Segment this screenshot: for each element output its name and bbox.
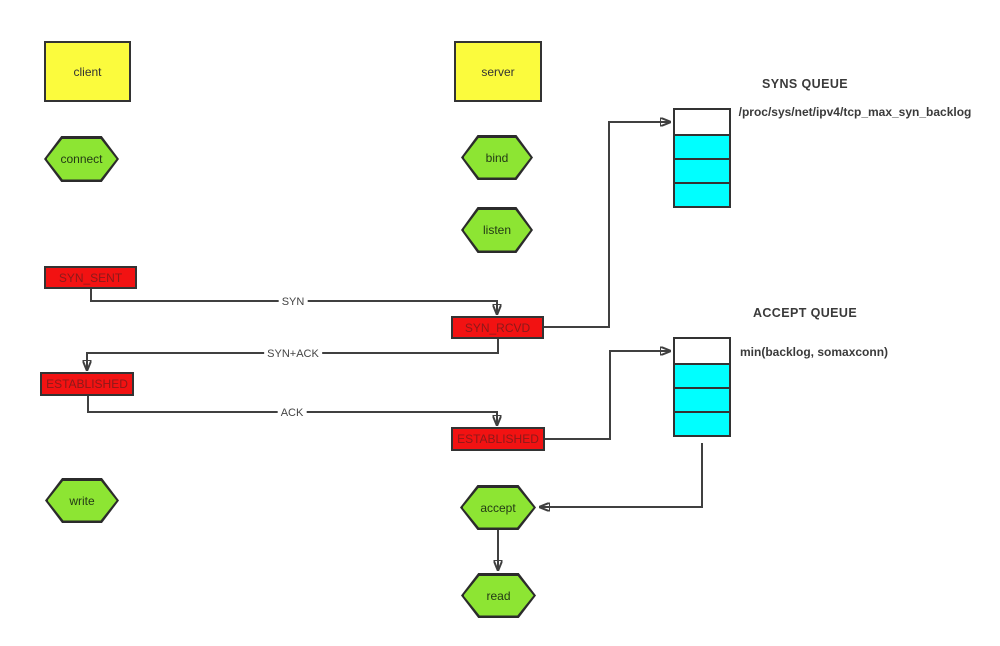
edge-label-syn: SYN	[278, 296, 308, 308]
read-hexagon: read	[461, 573, 536, 618]
syn-rcvd-label: SYN_RCVD	[464, 320, 531, 335]
listen-hexagon: listen	[461, 207, 533, 253]
accept-queue	[673, 337, 731, 437]
write-hexagon: write	[45, 478, 119, 523]
syns-queue-annotation: /proc/sys/net/ipv4/tcp_max_syn_backlog	[738, 105, 972, 119]
queue-cell-filled	[675, 134, 729, 158]
edge-label-ack: ACK	[277, 407, 307, 419]
bind-label: bind	[485, 150, 509, 165]
queue-cell-empty	[675, 110, 729, 134]
syn-rcvd-state-box: SYN_RCVD	[451, 316, 544, 339]
read-label: read	[486, 588, 511, 603]
queue-cell-filled	[675, 363, 729, 387]
bind-hexagon: bind	[461, 135, 533, 180]
queue-cell-empty	[675, 339, 729, 363]
syns-queue-title: SYNS QUEUE	[762, 77, 848, 91]
connect-label: connect	[60, 152, 103, 166]
accept-hexagon: accept	[460, 485, 536, 530]
established-server-label: ESTABLISHED	[457, 432, 539, 446]
queue-cell-filled	[675, 158, 729, 182]
accept-label: accept	[480, 500, 516, 515]
syns-queue	[673, 108, 731, 208]
edge-label-syn-ack: SYN+ACK	[264, 348, 322, 360]
queue-cell-filled	[675, 387, 729, 411]
accept-queue-annotation: min(backlog, somaxconn)	[740, 345, 889, 359]
syn-sent-state-box: SYN_SENT	[44, 266, 137, 289]
listen-label: listen	[482, 223, 511, 237]
established-server-state-box: ESTABLISHED	[451, 427, 545, 451]
accept-queue-title: ACCEPT QUEUE	[752, 306, 858, 320]
server-box: server	[454, 41, 542, 102]
server-label: server	[481, 64, 515, 79]
write-label: write	[69, 493, 95, 508]
client-label: client	[73, 64, 102, 79]
edge-accept-queue-to-accept	[539, 443, 703, 507]
established-client-label: ESTABLISHED	[46, 377, 128, 391]
client-box: client	[44, 41, 131, 102]
edge-synrcvd-to-syns-queue	[544, 122, 671, 328]
connect-hexagon: connect	[44, 136, 119, 182]
queue-cell-filled	[675, 411, 729, 435]
syn-sent-label: SYN_SENT	[58, 270, 123, 285]
queue-cell-filled	[675, 182, 729, 206]
established-client-state-box: ESTABLISHED	[40, 372, 134, 396]
edge-established-to-accept-queue	[545, 351, 671, 440]
